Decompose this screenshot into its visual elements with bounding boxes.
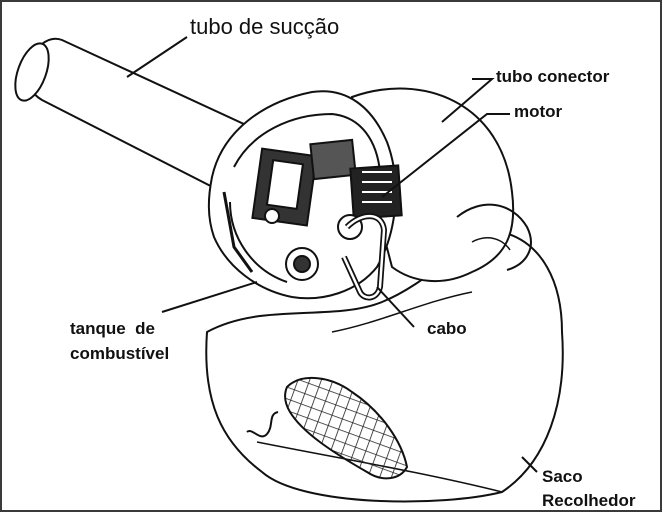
leader-suction-tube bbox=[127, 37, 187, 77]
label-connector-tube: tubo conector bbox=[496, 68, 609, 86]
leader-fuel-tank bbox=[162, 282, 257, 312]
label-handle: cabo bbox=[427, 320, 467, 338]
label-motor: motor bbox=[514, 103, 562, 121]
label-fuel-tank-line1: tanque de bbox=[70, 320, 155, 338]
label-bag-line2: Recolhedor bbox=[542, 492, 636, 510]
label-fuel-tank-line2: combustível bbox=[70, 345, 169, 363]
label-bag-line1: Saco bbox=[542, 468, 583, 486]
label-suction-tube: tubo de sucção bbox=[190, 15, 339, 38]
